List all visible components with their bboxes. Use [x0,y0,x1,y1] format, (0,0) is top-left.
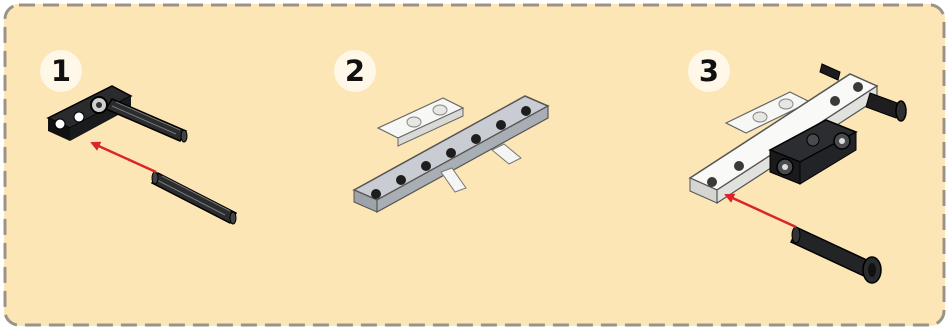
step-3-arrow [726,195,796,227]
step-2-number: 2 [334,50,376,92]
step-1-number: 1 [40,50,82,92]
step-1-arrow [92,143,156,172]
step-2-illustration [354,96,548,212]
step-3-number: 3 [688,50,730,92]
step-3-illustration [690,64,906,283]
step-1-illustration [48,86,236,224]
